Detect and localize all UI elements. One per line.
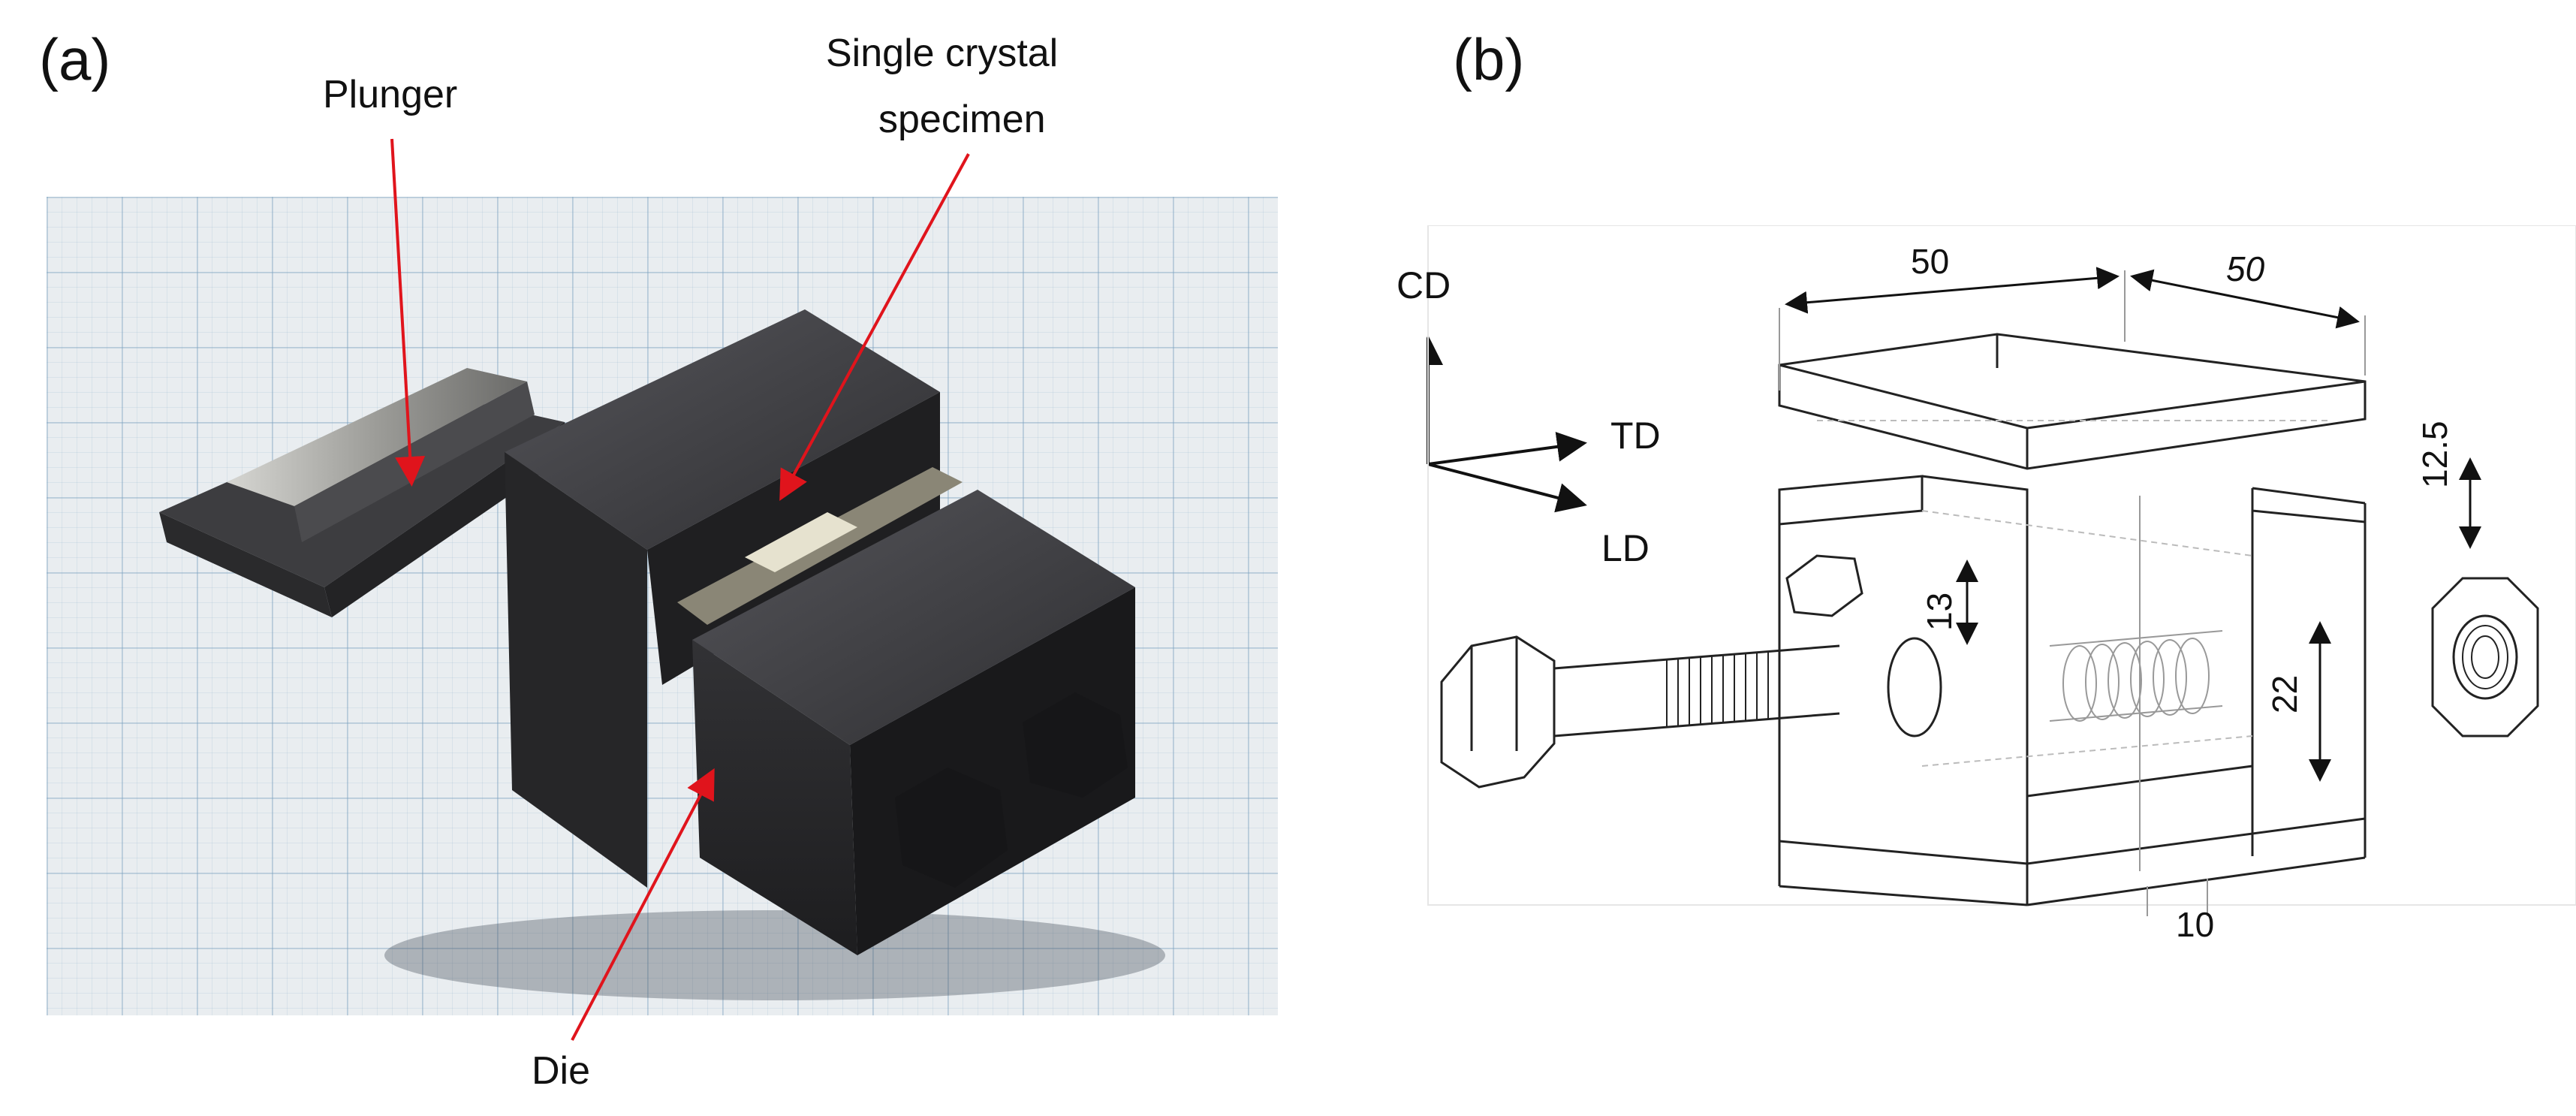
threaded-bore [2049, 630, 2223, 722]
axis-label-td: TD [1610, 415, 1661, 457]
dim-inner-height: 13 [1920, 592, 1959, 631]
panel-b-label: (b) [1453, 26, 1525, 92]
dim-width-left: 50 [1911, 242, 1950, 281]
die-technical-drawing [1413, 225, 2576, 973]
panel-a-label: (a) [39, 26, 111, 92]
specimen-arrow [779, 153, 970, 502]
dimension-lines [1779, 267, 2481, 973]
axis-label-ld: LD [1601, 527, 1650, 569]
hidden-lines [1817, 420, 2327, 767]
specimen-block [745, 512, 857, 572]
bolt-heads [895, 692, 1128, 888]
die-block-outline [1778, 333, 2367, 906]
isometric-drawing [1413, 225, 2576, 973]
die-assembly-illustration [159, 309, 1165, 1000]
coordinate-axes [1413, 335, 1587, 513]
dim-gap-height: 12.5 [2415, 421, 2454, 488]
callout-plunger: Plunger [323, 73, 458, 116]
nut [2431, 577, 2539, 737]
callout-specimen-line2: specimen [878, 98, 1046, 141]
bolt [1440, 554, 1942, 789]
dim-width-right: 50 [2226, 249, 2265, 288]
axis-label-cd: CD [1396, 264, 1451, 306]
dim-slot-width: 10 [2176, 905, 2215, 944]
callout-specimen-line1: Single crystal [826, 32, 1059, 75]
photo-die-and-plunger [47, 197, 1278, 1015]
callout-die: Die [532, 1049, 591, 1093]
plunger-arrow [390, 138, 426, 487]
dim-bolt-height: 22 [2265, 674, 2304, 713]
die-shadow [384, 910, 1165, 1000]
die-arrow [571, 768, 715, 1041]
